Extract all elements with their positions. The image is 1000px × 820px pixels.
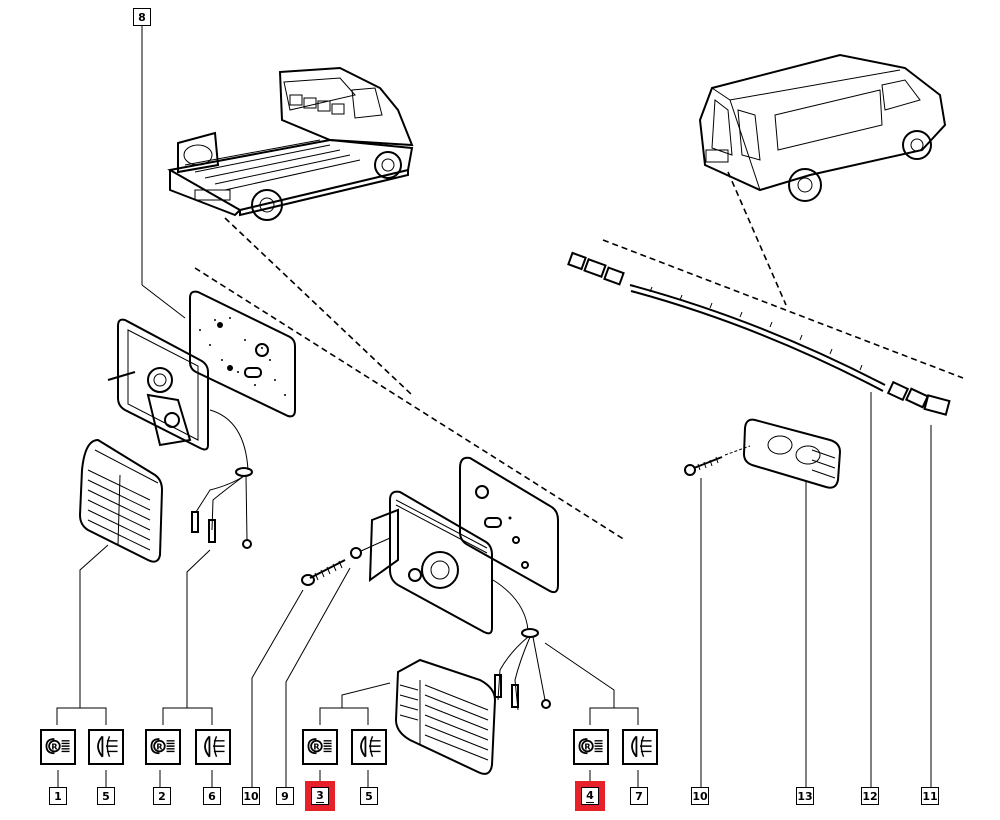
- pickup-truck-illustration: [167, 66, 414, 221]
- rear-fog-lamp-symbol-1: R: [40, 729, 76, 765]
- lamp-gasket-centre: [459, 456, 559, 594]
- rear-fog-lamp-icon: R: [578, 738, 603, 755]
- callout-6[interactable]: 6: [203, 787, 221, 805]
- rear-fog-lamp-symbol-2: R: [145, 729, 181, 765]
- callout-5[interactable]: 5: [97, 787, 115, 805]
- rear-fog-lamp-icon: R: [150, 738, 175, 755]
- svg-text:R: R: [584, 743, 590, 752]
- lamp-body-centre: [368, 490, 551, 711]
- guide-line-lamps: [194, 267, 626, 541]
- lamp-beam-icon: [204, 735, 225, 758]
- lamp-gasket-left: [189, 290, 296, 418]
- lamp-beam-icon: [360, 735, 381, 758]
- callout-8[interactable]: 8: [133, 8, 151, 26]
- leader-8: [141, 25, 186, 319]
- lamp-lens-symbol-2: [195, 729, 231, 765]
- screw-centre: [301, 537, 391, 586]
- callout-11[interactable]: 11: [921, 787, 939, 805]
- screw-right: [684, 445, 751, 476]
- lamp-lens-centre: [394, 658, 497, 775]
- lamp-beam-icon: [631, 735, 652, 758]
- lamp-lens-symbol-1: [88, 729, 124, 765]
- lamp-body-left: [107, 318, 253, 549]
- svg-text:R: R: [156, 743, 162, 752]
- lamp-lens-symbol-3: [351, 729, 387, 765]
- callout-10[interactable]: 10: [242, 787, 260, 805]
- callout-4-highlighted[interactable]: 4: [575, 781, 605, 811]
- leaders-right-group: [700, 392, 932, 787]
- guide-line-harness: [602, 239, 964, 379]
- lamp-lens-symbol-4: [622, 729, 658, 765]
- callout-9[interactable]: 9: [276, 787, 294, 805]
- leaders-left-group: [56, 544, 639, 787]
- svg-text:R: R: [313, 743, 319, 752]
- van-illustration: [698, 53, 947, 202]
- callout-10[interactable]: 10: [691, 787, 709, 805]
- lamp-lens-left: [78, 438, 164, 563]
- svg-text:R: R: [51, 743, 57, 752]
- callout-13[interactable]: 13: [796, 787, 814, 805]
- rear-fog-lamp-icon: R: [45, 738, 70, 755]
- callout-7[interactable]: 7: [630, 787, 648, 805]
- guide-line-van: [727, 171, 787, 306]
- callout-12[interactable]: 12: [861, 787, 879, 805]
- wiring-harness: [567, 251, 951, 416]
- callout-3-highlighted[interactable]: 3: [305, 781, 335, 811]
- callout-1[interactable]: 1: [49, 787, 67, 805]
- number-plate-lamp: [742, 418, 842, 489]
- callout-5[interactable]: 5: [360, 787, 378, 805]
- rear-fog-lamp-symbol-3: R: [302, 729, 338, 765]
- lamp-beam-icon: [97, 735, 118, 758]
- rear-fog-lamp-symbol-4: R: [573, 729, 609, 765]
- guide-line-pickup: [224, 217, 413, 396]
- rear-fog-lamp-icon: R: [307, 738, 332, 755]
- callout-2[interactable]: 2: [153, 787, 171, 805]
